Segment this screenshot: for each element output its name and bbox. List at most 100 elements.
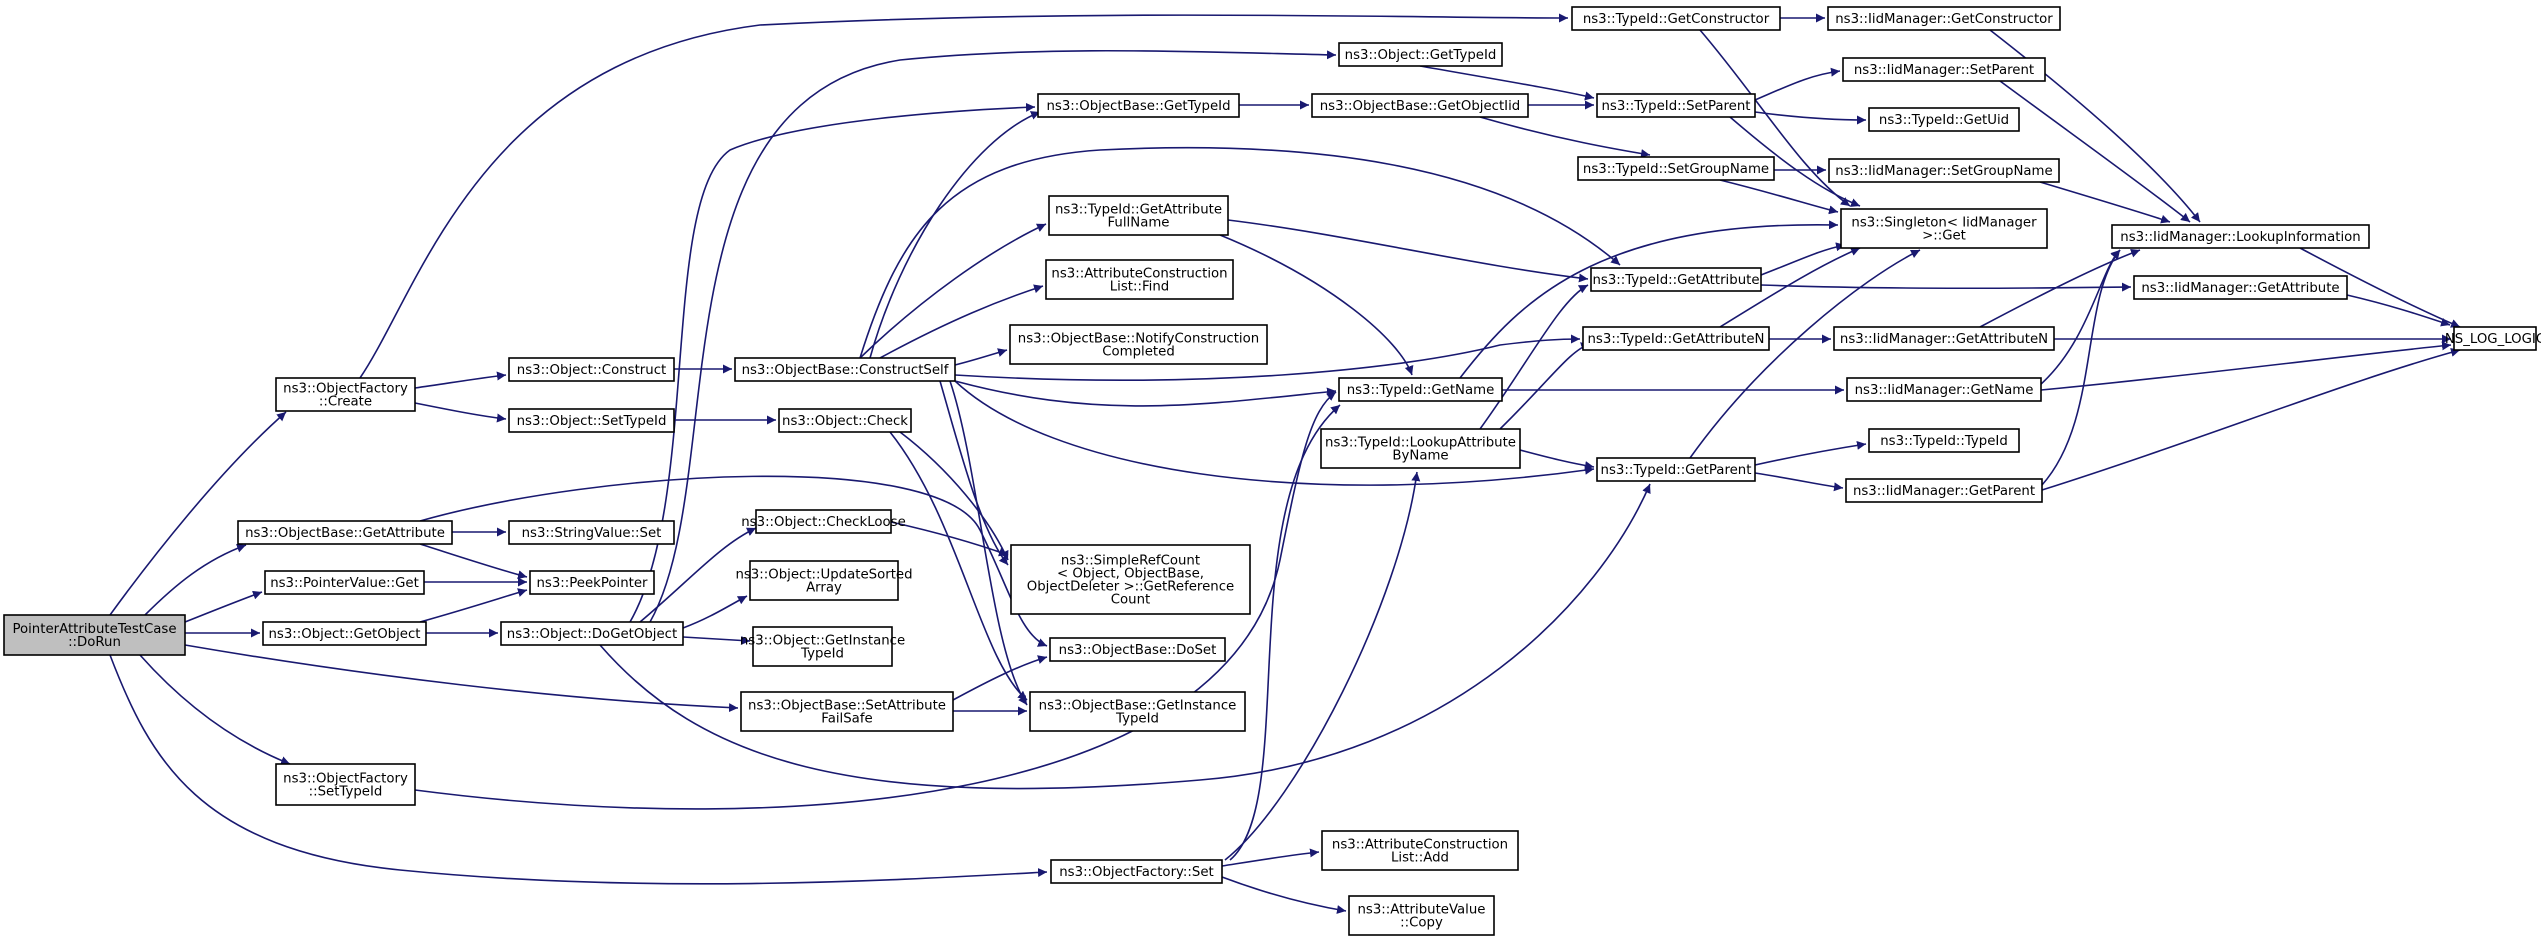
edge-obj_dogetobject-to-tid_getparent (599, 483, 1651, 790)
edge-iid_getattribute-to-ns_log_logic (2346, 294, 2451, 327)
edge-iid_setgroupname-to-iid_lookupinfo (2039, 181, 2171, 224)
node-tid-getuid[interactable]: ns3::TypeId::GetUid (1868, 107, 2020, 132)
edge-tid_setparent-to-singleton_get (1729, 116, 1861, 207)
node-box (749, 560, 899, 601)
node-obj-settypeid[interactable]: ns3::Object::SetTypeId (508, 408, 675, 433)
node-box (529, 570, 655, 595)
node-label: ns3::AttributeConstruction (1051, 267, 1227, 282)
node-singleton-get[interactable]: ns3::Singleton< IidManager>::Get (1840, 208, 2048, 249)
edge-root-to-of_settypeid (139, 654, 291, 765)
edge-of_set-to-av_copy (1221, 876, 1347, 914)
node-label: TypeId (800, 647, 844, 662)
node-box (275, 763, 416, 806)
node-iid-setgroupname[interactable]: ns3::IidManager::SetGroupName (1828, 158, 2060, 183)
edge-obj_check-to-src_getref (899, 431, 1009, 561)
node-iid-getattribute[interactable]: ns3::IidManager::GetAttribute (2133, 275, 2348, 300)
node-tid-typeid[interactable]: ns3::TypeId::TypeId (1868, 428, 2020, 453)
node-tid-setgroupname[interactable]: ns3::TypeId::SetGroupName (1577, 156, 1775, 181)
node-ob-getobjectiid[interactable]: ns3::ObjectBase::GetObjectIid (1311, 93, 1529, 118)
node-iid-lookupinfo[interactable]: ns3::IidManager::LookupInformation (2111, 224, 2370, 249)
edge-obj_checkloose-to-src_getref (890, 521, 1009, 557)
node-box (1048, 195, 1229, 236)
node-box (1049, 637, 1226, 662)
edge-iid_getconstructor-to-iid_lookupinfo (1989, 29, 2201, 223)
edge-tid_setparent-to-tid_getuid (1754, 111, 1867, 125)
node-peek[interactable]: ns3::PeekPointer (529, 570, 655, 595)
node-of-set[interactable]: ns3::ObjectFactory::Set (1050, 859, 1223, 884)
node-of-create[interactable]: ns3::ObjectFactory::Create (275, 377, 416, 412)
edge-iid_getattributen-to-iid_lookupinfo (1979, 248, 2141, 328)
node-iid-getname[interactable]: ns3::IidManager::GetName (1846, 377, 2042, 402)
node-root[interactable]: PointerAttributeTestCase::DoRun (3, 614, 186, 656)
edge-ob_constructself-to-tid_getattrfull (859, 223, 1047, 359)
edge-root-to-of_set (109, 654, 1048, 885)
edge-ob_getattr-to-peek (419, 543, 528, 580)
node-label: ns3::Object::Check (782, 414, 908, 429)
node-tid-getattribute[interactable]: ns3::TypeId::GetAttribute (1590, 267, 1762, 292)
node-ob-getattr[interactable]: ns3::ObjectBase::GetAttribute (237, 520, 453, 545)
edge-root-to-ob_setattrfs (184, 644, 739, 713)
node-tid-getparent[interactable]: ns3::TypeId::GetParent (1596, 457, 1756, 482)
node-of-settypeid[interactable]: ns3::ObjectFactory::SetTypeId (275, 763, 416, 806)
node-box (1590, 267, 1762, 292)
node-obj-getobject[interactable]: ns3::Object::GetObject (262, 621, 427, 646)
node-box (1338, 42, 1503, 67)
node-ob-doset[interactable]: ns3::ObjectBase::DoSet (1049, 637, 1226, 662)
edge-tid_lookup-to-tid_getattributen (1499, 342, 1591, 430)
node-box (778, 408, 912, 433)
node-iid-setparent[interactable]: ns3::IidManager::SetParent (1842, 57, 2046, 82)
node-iid-getattributen[interactable]: ns3::IidManager::GetAttributeN (1833, 326, 2055, 351)
node-label: ::DoRun (68, 635, 121, 650)
edge-root-to-ob_getattr (144, 543, 247, 616)
node-label: ns3::TypeId::GetAttribute (1592, 273, 1759, 288)
node-tid-setparent[interactable]: ns3::TypeId::SetParent (1596, 93, 1756, 118)
node-sv-set[interactable]: ns3::StringValue::Set (508, 520, 675, 545)
node-label: ns3::ObjectBase::ConstructSelf (742, 363, 949, 378)
node-box (508, 520, 675, 545)
node-av-copy[interactable]: ns3::AttributeValue::Copy (1348, 895, 1495, 936)
edge-ob_constructself-to-tid_getattributen (954, 334, 1581, 381)
node-label: ns3::PointerValue::Get (270, 576, 419, 591)
node-obj-check[interactable]: ns3::Object::Check (778, 408, 912, 433)
node-iid-getconstructor[interactable]: ns3::IidManager::GetConstructor (1827, 6, 2061, 31)
node-label: ns3::IidManager::SetGroupName (1835, 164, 2052, 179)
node-box (1840, 208, 2048, 249)
node-tid-getconstructor[interactable]: ns3::TypeId::GetConstructor (1571, 6, 1781, 31)
node-ob-notify[interactable]: ns3::ObjectBase::NotifyConstructionCompl… (1009, 324, 1268, 365)
node-label: ns3::TypeId::GetUid (1879, 113, 2009, 128)
node-label: PointerAttributeTestCase (12, 622, 176, 637)
node-box (752, 626, 893, 667)
edge-tid_lookup-to-tid_getattribute (1479, 284, 1589, 430)
node-ob-constructself[interactable]: ns3::ObjectBase::ConstructSelf (734, 357, 956, 382)
node-label: ns3::TypeId::GetName (1347, 383, 1495, 398)
node-box (1582, 326, 1770, 351)
node-src-getref[interactable]: ns3::SimpleRefCount< Object, ObjectBase,… (1010, 544, 1251, 615)
node-label: ns3::Object::SetTypeId (517, 414, 667, 429)
node-box (1571, 6, 1781, 31)
node-ob-gettypeid[interactable]: ns3::ObjectBase::GetTypeId (1037, 93, 1240, 118)
node-label: ns3::TypeId::GetParent (1601, 463, 1752, 478)
node-box (1321, 830, 1519, 871)
node-obj-construct[interactable]: ns3::Object::Construct (508, 357, 675, 382)
edge-tid_getattribute-to-singleton_get (1760, 242, 1846, 276)
node-iid-getparent[interactable]: ns3::IidManager::GetParent (1845, 478, 2043, 503)
node-label: ns3::TypeId::GetAttributeN (1588, 332, 1765, 347)
node-box (1320, 428, 1521, 469)
node-box (500, 621, 684, 646)
node-obj-dogetobject[interactable]: ns3::Object::DoGetObject (500, 621, 684, 646)
node-obj-checkloose[interactable]: ns3::Object::CheckLoose (741, 509, 906, 534)
node-pv-get[interactable]: ns3::PointerValue::Get (264, 570, 425, 595)
node-obj-gettypeid[interactable]: ns3::Object::GetTypeId (1338, 42, 1503, 67)
node-ns-log-logic[interactable]: NS_LOG_LOGIC (2445, 326, 2541, 351)
edge-root-to-of_create (109, 411, 287, 616)
node-tid-getattributen[interactable]: ns3::TypeId::GetAttributeN (1582, 326, 1770, 351)
node-tid-getname[interactable]: ns3::TypeId::GetName (1338, 377, 1503, 402)
